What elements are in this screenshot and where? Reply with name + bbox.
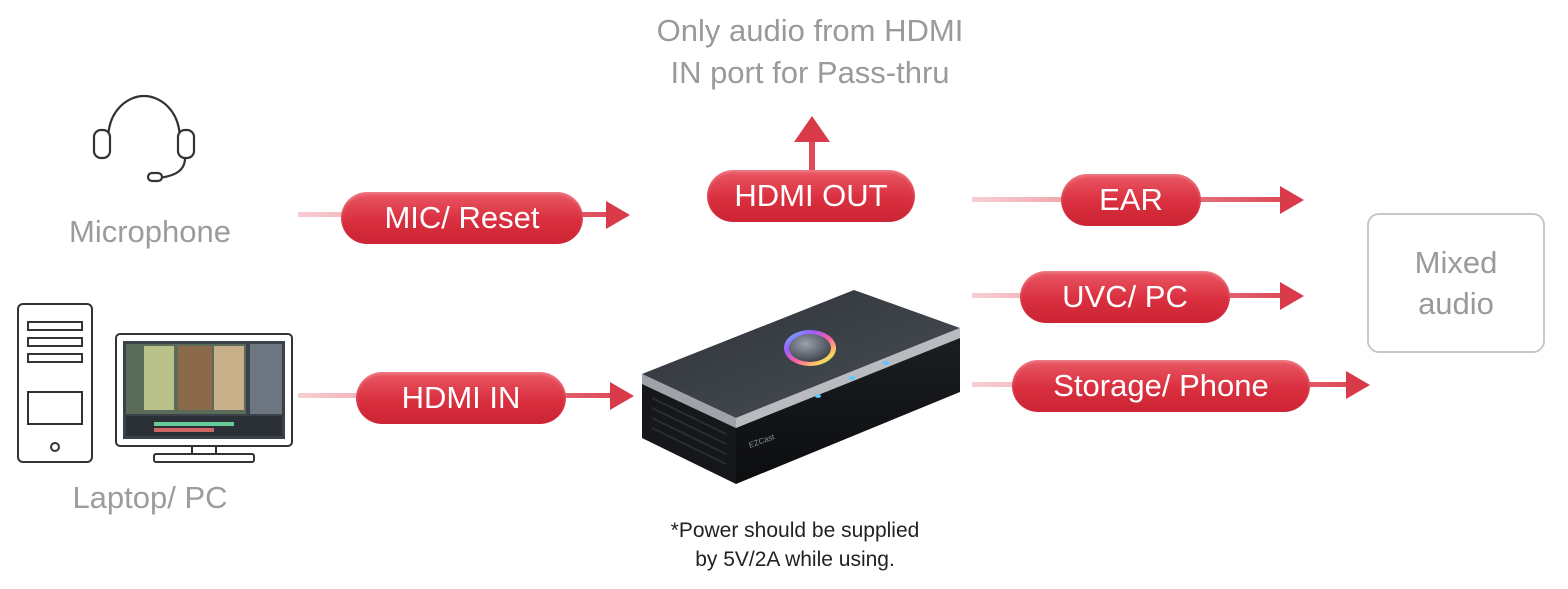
- mic-reset-port-label: MIC/ Reset: [341, 192, 583, 244]
- mixed-audio-line2: audio: [1418, 286, 1494, 321]
- desktop-tower-icon: [16, 302, 94, 464]
- power-note: *Power should be supplied by 5V/2A while…: [600, 516, 990, 574]
- power-note-line1: *Power should be supplied: [670, 519, 920, 542]
- microphone-label: Microphone: [69, 214, 231, 249]
- mixed-audio-line1: Mixed: [1414, 245, 1498, 280]
- hdmi-in-arrow-head: [610, 382, 634, 410]
- up-arrow-icon: [794, 116, 830, 176]
- mic-arrow-head: [606, 201, 630, 229]
- capture-device: EZCast: [638, 286, 968, 490]
- headset-icon: [88, 90, 200, 190]
- passthru-note-line2: IN port for Pass-thru: [670, 55, 950, 90]
- uvc-arrow-head: [1280, 282, 1304, 310]
- uvc-pc-port-label: UVC/ PC: [1020, 271, 1230, 323]
- ear-port-label: EAR: [1061, 174, 1201, 226]
- power-note-line2: by 5V/2A while using.: [695, 548, 895, 571]
- monitor-icon: [114, 332, 294, 464]
- storage-phone-port-label: Storage/ Phone: [1012, 360, 1310, 412]
- laptop-pc-label: Laptop/ PC: [72, 480, 228, 515]
- passthru-note-line1: Only audio from HDMI: [656, 13, 964, 48]
- passthru-note: Only audio from HDMI IN port for Pass-th…: [600, 10, 1020, 94]
- mixed-audio-box: Mixed audio: [1367, 213, 1545, 353]
- hdmi-out-port-label: HDMI OUT: [707, 170, 915, 222]
- ear-arrow-head: [1280, 186, 1304, 214]
- storage-arrow-head: [1346, 371, 1370, 399]
- hdmi-in-port-label: HDMI IN: [356, 372, 566, 424]
